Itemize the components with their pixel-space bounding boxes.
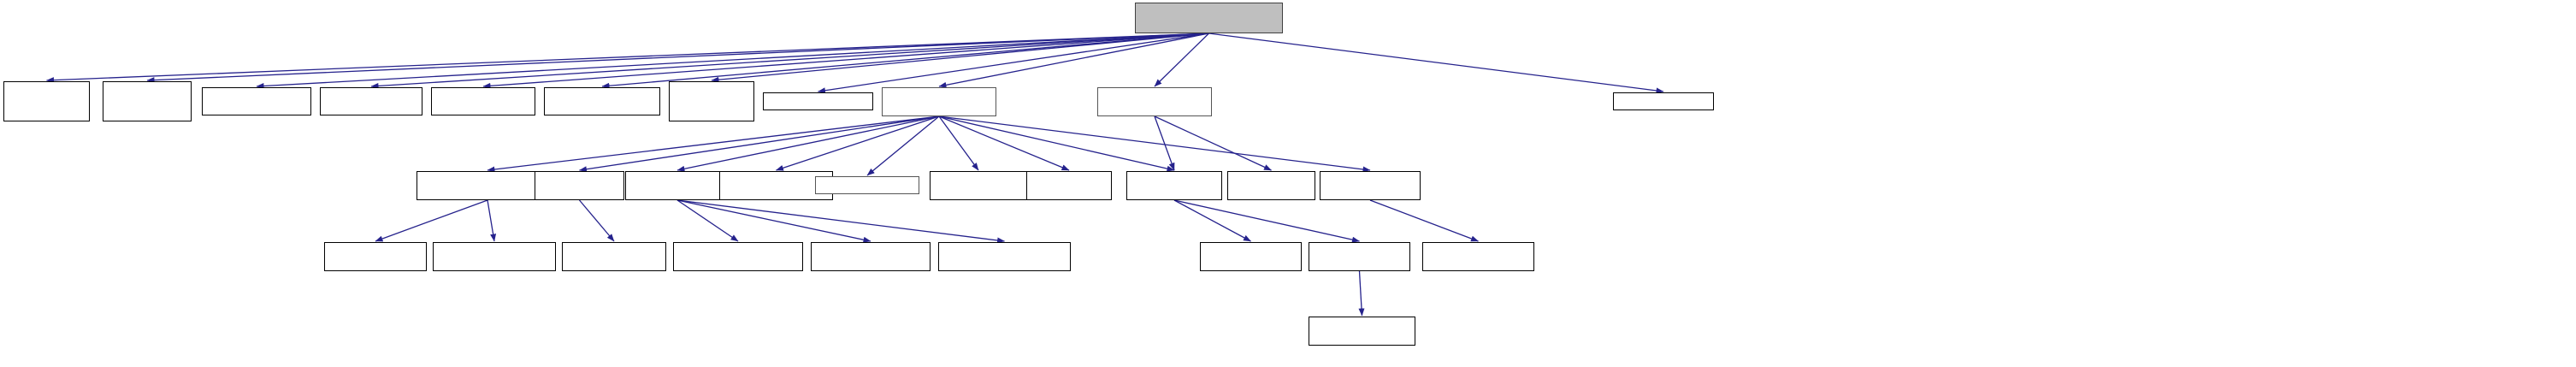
graph-edge: [938, 115, 1371, 173]
graph-edge: [146, 33, 1209, 84]
graph-node-gaudicommonsvc-src-persistencysvc-recordstream-cpp[interactable]: [431, 87, 535, 115]
graph-edge: [1154, 115, 1175, 171]
graph-node-gaudicommonsvc-src-datasvc-recorddatasvc-h[interactable]: [625, 171, 730, 200]
graph-edge: [1358, 270, 1365, 317]
graph-edge: [482, 33, 1209, 89]
graph-node-gaudicommonsvc-src-histogramsvc-histogramsvc-cpp[interactable]: [433, 242, 556, 271]
graph-edge: [487, 115, 940, 173]
graph-node-gaudihive-src-hivewhiteboard-cpp[interactable]: [815, 176, 919, 194]
graph-edge: [487, 199, 497, 242]
graph-node-gaudicommonsvc-src-datasvc-runrecorddatasvc-cpp[interactable]: [938, 242, 1071, 271]
graph-node-gaudicommonsvc-src-datasvc-filerecorddatasvc-cpp[interactable]: [673, 242, 803, 271]
graph-node-gaudicommonsvc-src-persistencysvc-datasvcfileentriestool-cpp[interactable]: [3, 81, 90, 121]
graph-edge: [818, 33, 1209, 94]
graph-edge: [46, 33, 1209, 84]
graph-edge: [1173, 199, 1251, 242]
graph-edge: [1173, 199, 1360, 243]
graph-edge: [676, 115, 940, 172]
graph-node-gaudicommonsvc-src-persistencysvc-evtcollectionstream-cpp[interactable]: [103, 81, 192, 121]
graph-edge: [938, 115, 1070, 171]
graph-node-gaudimp-src-lib-tesserializer-cpp[interactable]: [1613, 92, 1714, 110]
graph-node-gaudihive-src-hivereadalgorithm-cpp[interactable]: [763, 92, 873, 110]
graph-edge: [938, 115, 979, 171]
graph-edge: [370, 33, 1209, 89]
graph-node-gaudisvc-src-ntuplesvc-tagcollectionsvc-cpp[interactable]: [1309, 317, 1415, 346]
graph-node-gaudicommonsvc-src-histogramsvc-factory-cpp[interactable]: [324, 242, 427, 271]
graph-node-gaudisvc-src-detectordatasvc-detdatasvc-h[interactable]: [1320, 171, 1421, 200]
graph-node-gaudikernel-src-lib-datasvc-cpp[interactable]: [1026, 171, 1112, 200]
graph-node-gaudicommonsvc-src-datasvc-evtdatasvc-h[interactable]: [535, 171, 624, 200]
graph-edge: [938, 33, 1209, 88]
graph-node-gaudisvc-src-ntuplesvc-ntuplesvc-h[interactable]: [1126, 171, 1222, 200]
graph-edge: [938, 115, 1175, 172]
graph-edge: [1369, 199, 1479, 242]
graph-node-gaudisvc-src-ntuplesvc-ntuplesvc-cpp[interactable]: [1200, 242, 1302, 271]
graph-edge: [601, 33, 1209, 89]
graph-node-gaudikernel-gaudikernel-datastoreitem-h[interactable]: [1135, 3, 1283, 33]
graph-node-gaudicommonsvc-src-persistencysvc-sequentialoutputstream-cpp[interactable]: [669, 81, 754, 121]
graph-edge: [711, 33, 1209, 83]
graph-node-gaudikernel-src-lib-tsdatasvc-cpp[interactable]: [1227, 171, 1315, 200]
graph-node-gaudisvc-src-ntuplesvc-tagcollectionsvc-h[interactable]: [1309, 242, 1410, 271]
graph-node-gaudicommonsvc-src-persistencysvc-outputstream-cpp[interactable]: [320, 87, 422, 115]
graph-edge: [579, 199, 615, 242]
graph-node-gaudicommonsvc-src-datasvc-evtdatasvc-cpp[interactable]: [562, 242, 666, 271]
graph-edge: [676, 199, 739, 242]
graph-edge: [776, 115, 940, 171]
graph-node-gaudicommonsvc-src-persistencysvc-inputcopystream-cpp[interactable]: [202, 87, 311, 115]
graph-edge: [375, 199, 488, 242]
graph-node-gaudicommonsvc-src-datasvc-recorddatasvc-cpp[interactable]: [811, 242, 931, 271]
graph-node-gaudicommonsvc-src-persistencysvc-runrecordstream-cpp[interactable]: [544, 87, 660, 115]
graph-edge: [866, 115, 940, 176]
graph-node-gaudikernel-gaudikernel-datasvc-h[interactable]: [882, 87, 996, 116]
graph-edge: [1154, 33, 1209, 87]
graph-node-gaudihive-src-hlteventloopmgr-cpp[interactable]: [930, 171, 1027, 200]
graph-edge: [676, 199, 871, 243]
graph-edge: [579, 115, 940, 173]
graph-node-gaudihive-src-hiveslimeventloopmgr-cpp[interactable]: [719, 171, 833, 200]
graph-edge: [676, 199, 1005, 244]
graph-node-gaudisvc-src-detectordatasvc-detdatasvc-cpp[interactable]: [1422, 242, 1534, 271]
graph-edge: [1154, 115, 1272, 171]
graph-node-gaudikernel-gaudikernel-tsdatasvc-h[interactable]: [1097, 87, 1212, 116]
graph-edge: [1208, 33, 1664, 94]
graph-edge: [256, 33, 1209, 90]
